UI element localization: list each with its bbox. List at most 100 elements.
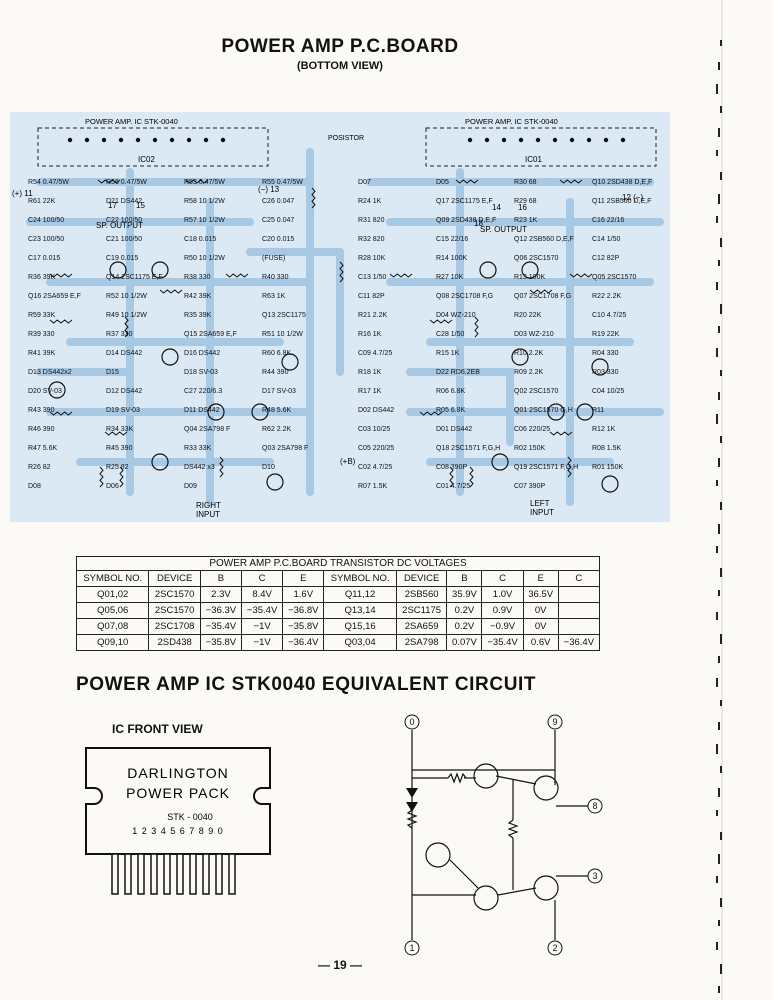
ic-right-label: POWER AMP. IC STK-0040 (465, 117, 558, 126)
table-cell: 2SB560 (395, 586, 448, 603)
table-cell (557, 618, 601, 635)
board-component-label: R28 10K (358, 255, 386, 262)
board-component-label: R29 68 (514, 198, 537, 205)
table-cell: −35.8V (282, 618, 325, 635)
table-cell: 2.3V (199, 586, 243, 603)
board-component-label: R44 390 (262, 369, 289, 376)
board-component-label: R25 82 (106, 464, 129, 471)
board-component-label: Q10 2SD438 D,E,F (592, 179, 652, 186)
table-cell: 35.9V (446, 586, 483, 603)
board-component-label: R42 39K (184, 293, 212, 300)
table-cell: 1.0V (481, 586, 524, 603)
sp-output-right: SP. OUTPUT (480, 225, 527, 234)
board-component-label: R08 1.5K (592, 445, 622, 452)
table-header-cell: C (557, 570, 601, 587)
board-component-label: C17 0.015 (28, 255, 60, 262)
board-component-label: C20 0.015 (262, 236, 294, 243)
board-component-label: Q04 2SA798 F (184, 426, 230, 433)
terminal-11: (+) 11 (12, 189, 33, 198)
voltage-table-caption: POWER AMP P.C.BOARD TRANSISTOR DC VOLTAG… (76, 556, 600, 570)
board-component-label: Q07 2SC1708 F,G (514, 293, 571, 300)
board-component-label: R10 2.2K (514, 350, 544, 357)
terminal-15: 15 (136, 201, 145, 210)
ic-leg (228, 853, 236, 895)
board-component-label: R11 (592, 407, 604, 414)
page-edge (716, 0, 723, 1000)
page-number: — 19 — (317, 958, 362, 972)
board-component-label: Q08 2SC1708 F,G (436, 293, 493, 300)
board-component-label: R19 22K (592, 331, 620, 338)
table-cell: −36.4V (557, 634, 601, 651)
table-cell: 2SC1570 (148, 602, 201, 619)
board-component-label: C24 100/50 (28, 217, 64, 224)
board-component-label: D06 (106, 483, 119, 490)
ic-left-label: POWER AMP. IC STK-0040 (85, 117, 178, 126)
board-component-label: C10 4.7/25 (592, 312, 626, 319)
ic-right-name: IC01 (525, 155, 542, 164)
board-component-label: D09 (184, 483, 197, 490)
board-component-label: R63 1K (262, 293, 286, 300)
board-component-label: R62 2.2K (262, 426, 292, 433)
table-cell: 8.4V (241, 586, 284, 603)
table-cell: 36.5V (522, 586, 559, 603)
board-component-label: R12 1K (592, 426, 616, 433)
board-component-label: R27 10K (436, 274, 464, 281)
board-component-label: D21 DS442 (106, 198, 142, 205)
board-component-label: D01 DS442 (436, 426, 472, 433)
pin-3: 3 (592, 871, 597, 881)
package-line2: POWER PACK (126, 785, 230, 801)
board-component-label: R43 390 (28, 407, 55, 414)
table-header-cell: E (282, 570, 325, 587)
board-component-label: R41 39K (28, 350, 56, 357)
board-component-label: R55 0.47/5W (262, 179, 303, 186)
board-component-label: C05 220/25 (358, 445, 394, 452)
board-component-label: R02 150K (514, 445, 545, 452)
board-component-label: Q18 2SC1571 F,G,H (436, 445, 500, 452)
ic-leg (189, 853, 197, 895)
board-component-label: R13 100K (514, 274, 545, 281)
board-component-label: R15 1K (436, 350, 460, 357)
board-component-label: R40 330 (262, 274, 289, 281)
board-component-label: C15 22/16 (436, 236, 468, 243)
table-header-cell: SYMBOL NO. (323, 570, 397, 587)
board-component-label: C01 4.7/25 (436, 483, 470, 490)
board-component-label: R48 5.6K (262, 407, 292, 414)
table-cell: 1.6V (282, 586, 325, 603)
board-component-label: Q17 2SC1175 E,F (436, 198, 493, 205)
table-header-cell: B (199, 570, 243, 587)
board-component-label: R09 2.2K (514, 369, 544, 376)
board-component-label: R53 0.47/5W (184, 179, 225, 186)
board-component-label: R33 33K (184, 445, 212, 452)
board-component-label: Q13 2SC1175 (262, 312, 306, 319)
terminal-18: 18 (474, 219, 483, 228)
board-component-label: Q12 2SB560 D,E,F (514, 236, 574, 243)
board-component-label: D07 (358, 179, 371, 186)
board-component-label: R21 2.2K (358, 312, 388, 319)
ic-leg (215, 853, 223, 895)
left-input-line: LEFT (530, 499, 550, 508)
table-cell: Q13,14 (323, 602, 397, 619)
board-component-label: R24 1K (358, 198, 382, 205)
board-component-label: C13 1/50 (358, 274, 387, 281)
pin-2: 2 (552, 943, 557, 953)
terminal-16: 16 (518, 203, 527, 212)
board-component-label: D18 SV-03 (184, 369, 218, 376)
table-header-cell: DEVICE (395, 570, 448, 587)
table-header-cell: C (241, 570, 284, 587)
ic-leg (137, 853, 145, 895)
board-component-label: C08 390P (436, 464, 467, 471)
table-cell: 2SC1175 (395, 602, 448, 619)
board-component-label: R51 10 1/2W (262, 331, 303, 338)
table-header-cell: E (522, 570, 559, 587)
board-component-label: Q09 2SD438 D,E,F (436, 217, 496, 224)
board-component-label: R49 10 1/2W (106, 312, 147, 319)
board-component-label: R56 0.47/5W (106, 179, 147, 186)
board-component-label: C11 82P (358, 293, 385, 300)
board-component-label: Q19 2SC1571 F,G,H (514, 464, 578, 471)
page-subtitle: (BOTTOM VIEW) (297, 60, 383, 72)
